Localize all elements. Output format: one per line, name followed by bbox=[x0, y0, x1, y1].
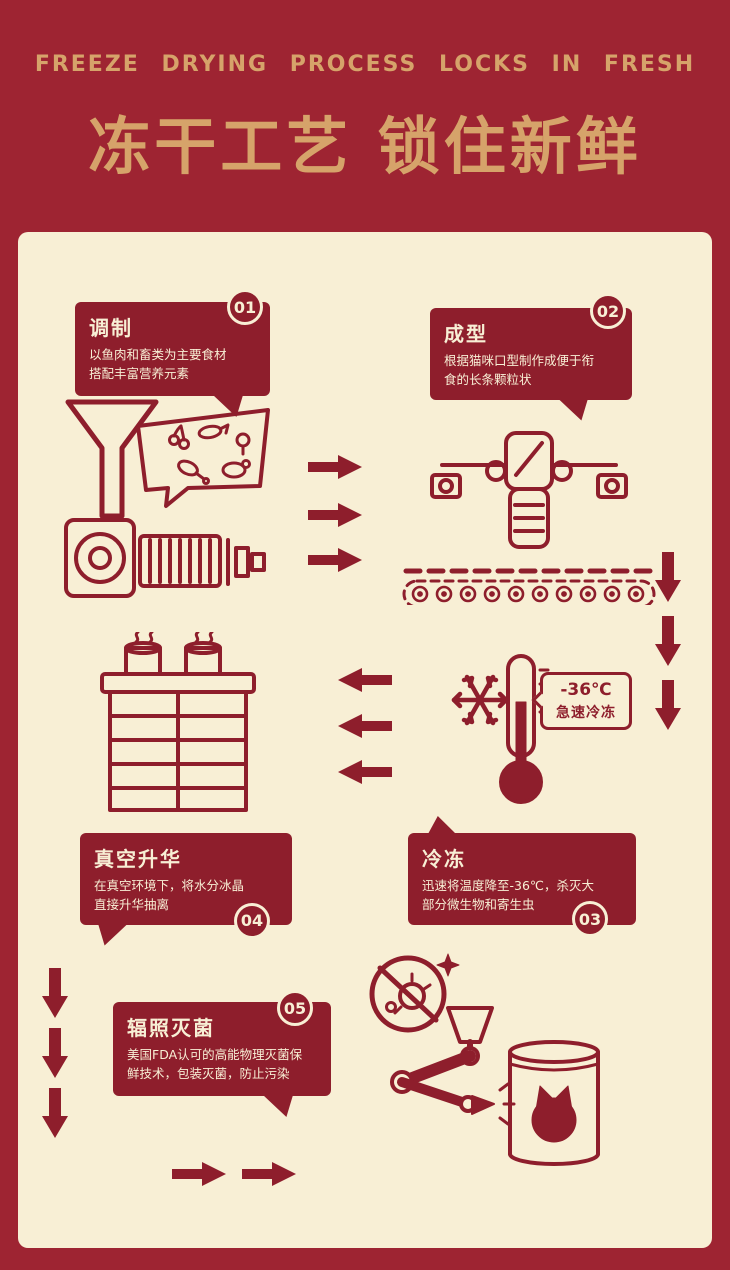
can-icon bbox=[508, 1040, 600, 1166]
page-title: 冻干工艺 锁住新鲜 bbox=[88, 110, 642, 183]
step5-box: 辐照灭菌 美国FDA认可的高能物理灭菌保 鲜技术，包装灭菌，防止污染 05 bbox=[113, 990, 331, 1117]
step5-number-badge: 05 bbox=[277, 990, 313, 1026]
arrow-left-icon bbox=[338, 668, 392, 692]
dryer-machine-icon bbox=[100, 641, 256, 812]
forming-machine-icon bbox=[430, 431, 628, 549]
step1-desc: 以鱼肉和畜类为主要食材 搭配丰富营养元素 bbox=[89, 347, 227, 381]
step2-title: 成型 bbox=[444, 322, 488, 346]
freeze-temp-tag: -36℃ 急速冷冻 bbox=[531, 672, 632, 730]
thermometer-snowflake-illustration bbox=[451, 654, 550, 804]
arrow-right-icon bbox=[308, 503, 362, 527]
arrow-left-icon bbox=[338, 760, 392, 784]
forming-machine-illustration bbox=[402, 431, 656, 605]
step3-number-badge: 03 bbox=[572, 901, 608, 937]
sparkle-icon bbox=[436, 953, 460, 977]
arrow-down-icon bbox=[42, 1088, 68, 1138]
snowflake-icon bbox=[451, 674, 509, 726]
arrow-right-icon bbox=[308, 548, 362, 572]
step4-box: 真空升华 在真空环境下，将水分冰晶 直接升华抽离 04 bbox=[80, 833, 292, 946]
step2-number-badge: 02 bbox=[590, 293, 626, 329]
ingredients-tag-icon bbox=[136, 408, 270, 508]
cat-silhouette-icon bbox=[531, 1085, 577, 1143]
step3-desc: 迅速将温度降至-36℃，杀灭大 部分微生物和寄生虫 bbox=[422, 878, 594, 912]
freeze-temp-value: -36℃ bbox=[560, 680, 612, 700]
arrow-right-icon bbox=[172, 1162, 226, 1186]
step1-number-badge: 01 bbox=[227, 289, 263, 325]
step2-box: 成型 根据猫咪口型制作成便于衔 食的长条颗粒状 02 bbox=[430, 293, 632, 421]
funnel-icon bbox=[65, 399, 159, 519]
freeze-temp-label: 急速冷冻 bbox=[556, 705, 616, 721]
step5-desc: 美国FDA认可的高能物理灭菌保 鲜技术，包装灭菌，防止污染 bbox=[127, 1047, 303, 1081]
page-subtitle: FREEZE DRYING PROCESS LOCKS IN FRESH bbox=[34, 52, 696, 77]
step4-desc: 在真空环境下，将水分冰晶 直接升华抽离 bbox=[94, 878, 245, 912]
sterilizer-arm-illustration bbox=[369, 953, 516, 1126]
freeze-dryer-illustration bbox=[100, 632, 256, 812]
step4-title: 真空升华 bbox=[94, 847, 182, 871]
step1-title: 调制 bbox=[89, 316, 133, 340]
no-bacteria-icon bbox=[369, 953, 460, 1033]
thermometer-icon bbox=[499, 654, 550, 804]
step4-number-badge: 04 bbox=[234, 902, 270, 939]
step2-desc: 根据猫咪口型制作成便于衔 食的长条颗粒状 bbox=[444, 353, 595, 387]
arrow-down-icon bbox=[655, 616, 681, 666]
grinder-machine-icon bbox=[64, 518, 266, 598]
robot-arm-icon bbox=[390, 1006, 516, 1126]
step5-title: 辐照灭菌 bbox=[127, 1016, 215, 1040]
step3-box: 冷冻 迅速将温度降至-36℃，杀灭大 部分微生物和寄生虫 03 bbox=[408, 816, 636, 937]
arrow-down-icon bbox=[42, 1028, 68, 1078]
arrow-right-icon bbox=[242, 1162, 296, 1186]
step1-box: 调制 以鱼肉和畜类为主要食材 搭配丰富营养元素 01 bbox=[75, 289, 270, 417]
arrow-down-icon bbox=[655, 552, 681, 602]
arrow-left-icon bbox=[338, 714, 392, 738]
arrow-down-icon bbox=[42, 968, 68, 1018]
arrow-right-icon bbox=[308, 455, 362, 479]
cat-food-can-illustration bbox=[508, 1040, 600, 1166]
grinder-funnel-illustration bbox=[64, 399, 270, 598]
conveyor-belt-icon bbox=[402, 579, 656, 605]
arrow-down-icon bbox=[655, 680, 681, 730]
steam-icon bbox=[134, 632, 214, 644]
step3-title: 冷冻 bbox=[422, 847, 466, 871]
